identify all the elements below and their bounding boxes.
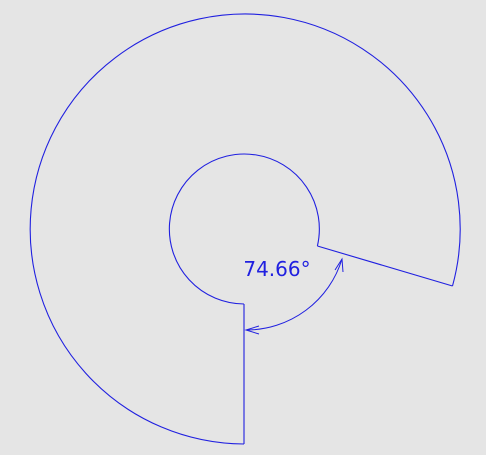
annular-sector-shape[interactable] <box>29 13 461 445</box>
outer-arc[interactable] <box>29 13 461 445</box>
angle-dimension-label: 74.66° <box>243 257 310 281</box>
dimension-arc[interactable] <box>245 258 343 331</box>
angle-dimension[interactable] <box>244 257 344 335</box>
dimension-arrowhead-start-icon <box>244 325 260 335</box>
dimension-arrowhead-end-icon <box>334 257 344 273</box>
inner-arc[interactable] <box>168 153 320 305</box>
cut-edge-slanted[interactable] <box>317 245 453 287</box>
